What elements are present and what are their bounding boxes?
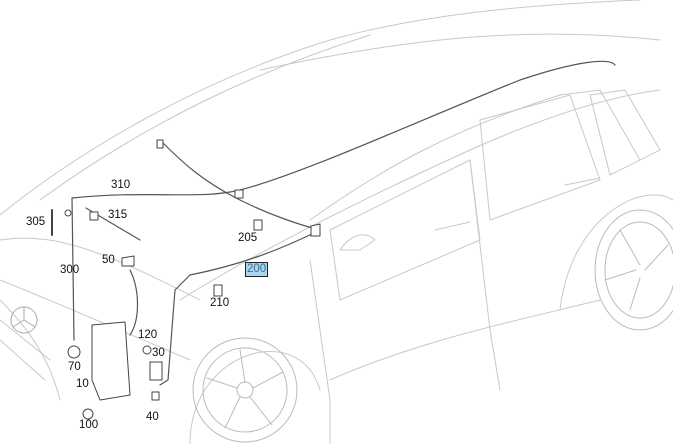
part-label-40[interactable]: 40 bbox=[146, 411, 159, 423]
part-label-70[interactable]: 70 bbox=[68, 361, 81, 373]
rear-wheel bbox=[594, 209, 673, 331]
plug-100 bbox=[82, 408, 94, 420]
part-label-100[interactable]: 100 bbox=[79, 419, 99, 431]
nozzle-210 bbox=[213, 284, 223, 297]
part-label-200-highlighted[interactable]: 200 bbox=[244, 262, 269, 277]
pump-30 bbox=[149, 361, 163, 381]
washer-parts bbox=[51, 139, 321, 420]
part-label-30[interactable]: 30 bbox=[152, 347, 165, 359]
part-label-300[interactable]: 300 bbox=[60, 264, 80, 276]
part-label-315[interactable]: 315 bbox=[108, 209, 128, 221]
part-label-120[interactable]: 120 bbox=[138, 329, 158, 341]
part-label-10[interactable]: 10 bbox=[76, 378, 89, 390]
part-label-310[interactable]: 310 bbox=[111, 179, 131, 191]
part-label-305[interactable]: 305 bbox=[26, 216, 46, 228]
nozzle-205 bbox=[253, 219, 263, 231]
part-label-205[interactable]: 205 bbox=[238, 232, 258, 244]
part-label-50[interactable]: 50 bbox=[102, 254, 115, 266]
mercedes-emblem bbox=[10, 306, 38, 334]
front-wheel bbox=[192, 337, 298, 443]
cap-50 bbox=[121, 255, 135, 267]
grommet-120 bbox=[142, 345, 152, 355]
part-40 bbox=[151, 391, 160, 401]
seal-70 bbox=[67, 345, 81, 359]
washer-reservoir bbox=[91, 321, 131, 401]
part-label-210[interactable]: 210 bbox=[210, 297, 230, 309]
